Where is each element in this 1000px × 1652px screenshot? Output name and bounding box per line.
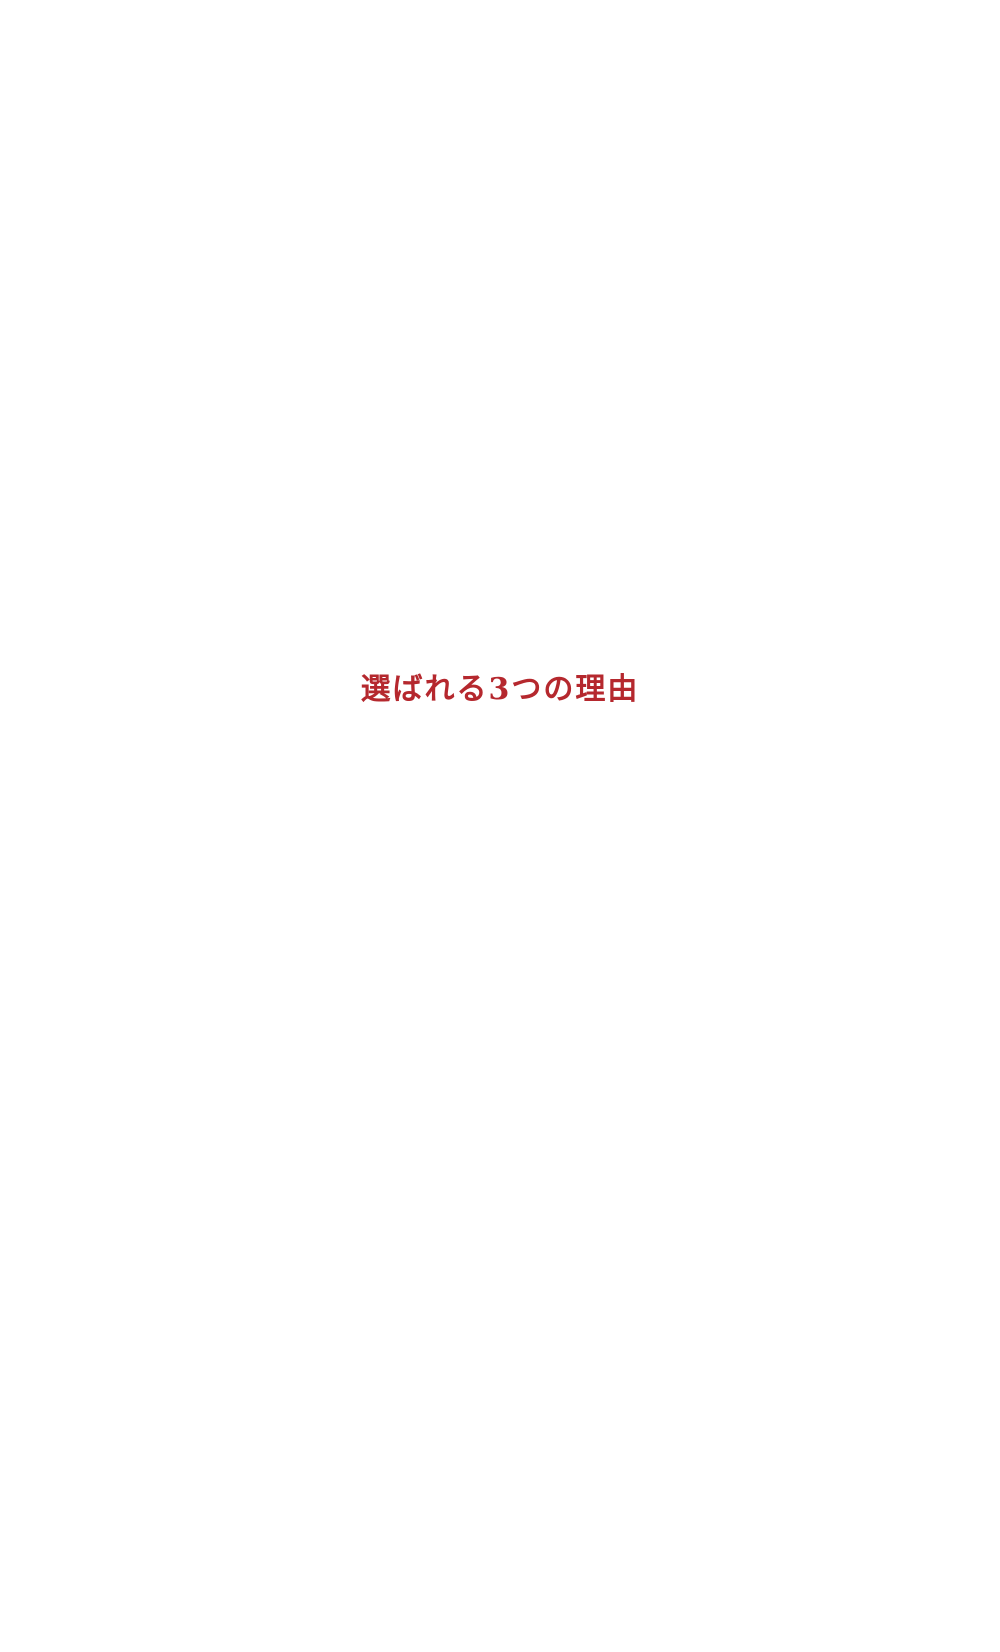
section-title: 選ばれる3つの理由 — [360, 672, 640, 707]
